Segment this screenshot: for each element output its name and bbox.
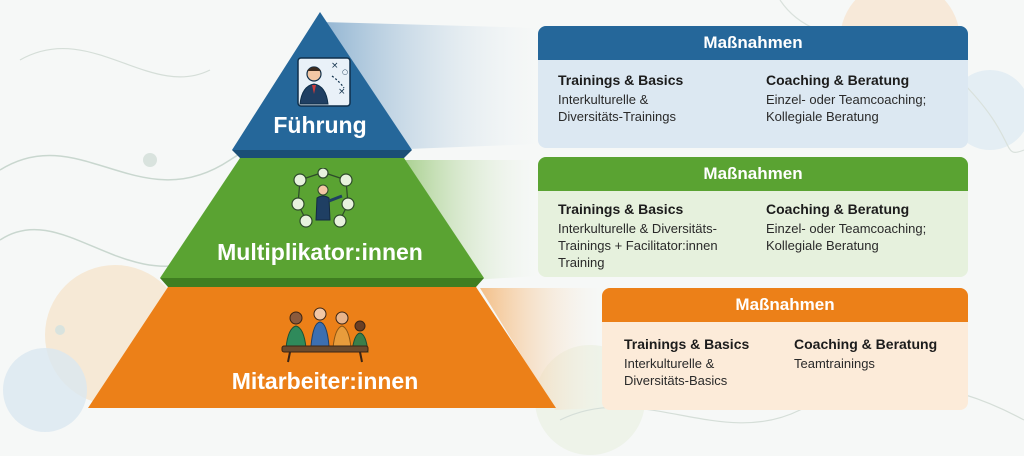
tier-label-mitarbeiter: Mitarbeiter:innen bbox=[231, 368, 419, 394]
measures-panel-mitarbeiter: Maßnahmen Trainings & Basics Interkultur… bbox=[602, 288, 968, 410]
trainings-title: Trainings & Basics bbox=[624, 336, 750, 352]
team-meeting-icon bbox=[281, 307, 369, 363]
coaching-title: Coaching & Beratung bbox=[766, 201, 910, 217]
panel-header: Maßnahmen bbox=[602, 288, 968, 322]
panel-header: Maßnahmen bbox=[538, 157, 968, 191]
svg-text:○: ○ bbox=[342, 68, 348, 76]
trainings-title: Trainings & Basics bbox=[558, 201, 684, 217]
measures-panel-multiplikator: Maßnahmen Trainings & Basics Interkultur… bbox=[538, 157, 968, 277]
tier-fuehrung-shadow bbox=[232, 150, 412, 158]
coaching-title: Coaching & Beratung bbox=[794, 336, 938, 352]
tier-label-multiplikator: Multiplikator:innen bbox=[217, 239, 423, 265]
coaching-title: Coaching & Beratung bbox=[766, 72, 910, 88]
coaching-text: Einzel- oder Teamcoaching; Kollegiale Be… bbox=[766, 221, 927, 253]
panel-header: Maßnahmen bbox=[538, 26, 968, 60]
tier-label-fuehrung: Führung bbox=[273, 112, 367, 138]
trainings-text: Interkulturelle & Diversitäts-Trainings bbox=[558, 92, 676, 124]
network-presenter-icon bbox=[291, 168, 355, 228]
coaching-text: Teamtrainings bbox=[794, 356, 875, 371]
trainings-title: Trainings & Basics bbox=[558, 72, 684, 88]
svg-text:×: × bbox=[338, 87, 346, 97]
trainings-text: Interkulturelle & Diversitäts-Basics bbox=[624, 356, 728, 388]
measures-panel-fuehrung: Maßnahmen Trainings & Basics Interkultur… bbox=[538, 26, 968, 148]
trainings-text: Interkulturelle & Diversitäts- Trainings… bbox=[558, 221, 718, 270]
coaching-text: Einzel- oder Teamcoaching; Kollegiale Be… bbox=[766, 92, 927, 124]
leader-strategy-icon: × ○ × bbox=[297, 57, 351, 107]
tier-multiplikator-shadow bbox=[160, 278, 484, 287]
svg-text:×: × bbox=[331, 61, 339, 71]
